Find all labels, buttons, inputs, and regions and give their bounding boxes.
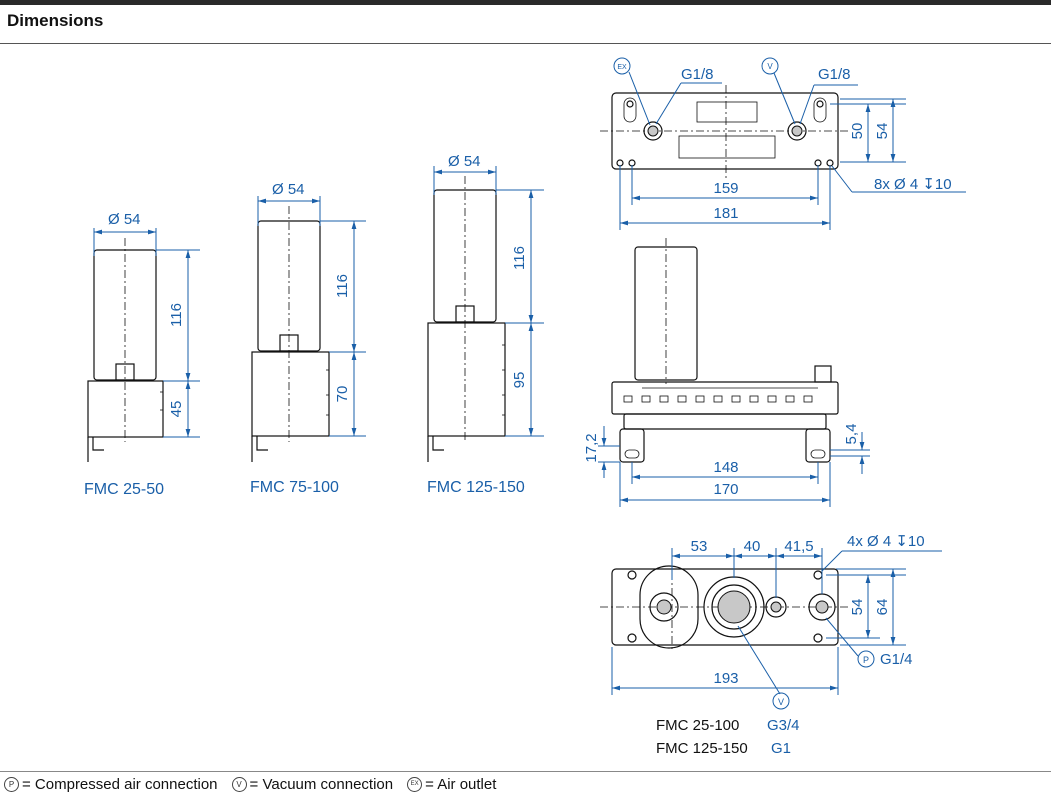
legend-text: = Vacuum connection (249, 776, 394, 793)
vacuum-port-top (787, 121, 807, 141)
top-thread-right: G1/8 (818, 66, 851, 83)
top-dim-159: 159 (713, 180, 738, 197)
fmc-25-50-fitting (115, 363, 135, 381)
top-thread-left: G1/8 (681, 66, 714, 83)
top-dim-50: 50 (849, 123, 866, 140)
side-slot (713, 395, 723, 403)
fmc-25-50-dim-116: 116 (168, 303, 185, 327)
side-dim-5-4: 5,4 (843, 424, 860, 445)
side-slot (677, 395, 687, 403)
bottom-thread-b: G1 (771, 740, 791, 757)
fmc-75-100-label: FMC 75-100 (250, 479, 339, 496)
ex-symbol: EX (617, 64, 627, 71)
air-outlet-port (643, 121, 663, 141)
fmc-25-50-drawing: Ø 54 116 45 FMC 25-50 (84, 211, 200, 498)
legend: P = Compressed air connection V = Vacuum… (4, 776, 496, 793)
fmc-75-100-dim-116: 116 (334, 274, 351, 298)
fmc-75-100-body (251, 351, 330, 437)
bottom-dim-193: 193 (713, 670, 738, 687)
fmc-25-50-dim-45: 45 (168, 401, 185, 418)
bottom-model-b: FMC 125-150 (656, 740, 748, 757)
bottom-holes-note: 4x Ø 4 ↧10 (847, 533, 925, 550)
page-title: Dimensions (7, 11, 104, 30)
top-holes-note: 8x Ø 4 ↧10 (874, 176, 952, 193)
bottom-dim-64: 64 (874, 599, 891, 616)
fmc-125-150-dim-95: 95 (511, 372, 528, 389)
fmc-125-150-dim-116: 116 (511, 246, 528, 270)
fmc-125-150-body (427, 322, 506, 437)
fmc-75-100-diameter: Ø 54 (272, 181, 305, 198)
p-symbol-bottom: P (863, 655, 869, 665)
side-slot (659, 395, 669, 403)
fmc-25-50-body (87, 380, 164, 438)
fmc-125-150-label: FMC 125-150 (427, 479, 525, 496)
bottom-dim-40: 40 (744, 538, 761, 555)
top-bar (0, 0, 1051, 5)
side-view-drawing: 17,2 5,4 148 170 (583, 238, 870, 507)
bottom-dim-54: 54 (849, 599, 866, 616)
side-slot (623, 395, 633, 403)
top-dim-54: 54 (874, 123, 891, 140)
side-slot (749, 395, 759, 403)
v-symbol-top: V (767, 62, 773, 71)
p-symbol-icon: P (4, 777, 19, 792)
fmc-25-50-label: FMC 25-50 (84, 481, 164, 498)
legend-item-air-outlet: EX = Air outlet (407, 776, 496, 793)
side-view-cylinder (634, 246, 698, 381)
v-symbol-bottom: V (778, 697, 784, 707)
bottom-view-drawing: 53 40 41,5 4x Ø 4 ↧10 54 64 193 P G1/4 V… (600, 533, 942, 757)
side-slot (767, 395, 777, 403)
legend-text: = Air outlet (425, 776, 497, 793)
bottom-dim-53: 53 (691, 538, 708, 555)
bottom-dim-41-5: 41,5 (784, 538, 813, 555)
fmc-75-100-drawing: Ø 54 116 70 FMC 75-100 (250, 181, 366, 496)
fmc-25-50-diameter: Ø 54 (108, 211, 141, 228)
dimension-drawing: Ø 54 116 45 FMC 25-50 Ø 54 116 70 FMC 75… (84, 57, 966, 757)
side-slot (695, 395, 705, 403)
side-slot (785, 395, 795, 403)
side-dim-17-2: 17,2 (583, 433, 600, 462)
bottom-model-a: FMC 25-100 (656, 717, 739, 734)
legend-item-compressed-air: P = Compressed air connection (4, 776, 218, 793)
footer-divider (0, 771, 1051, 772)
top-view-drawing: EX G1/8 V G1/8 50 54 159 181 8x Ø 4 ↧10 (600, 57, 966, 230)
legend-text: = Compressed air connection (22, 776, 218, 793)
legend-item-vacuum: V = Vacuum connection (231, 776, 394, 793)
side-dim-170: 170 (713, 481, 738, 498)
ex-symbol-icon: EX (407, 777, 423, 792)
fmc-125-150-drawing: Ø 54 116 95 FMC 125-150 (427, 153, 544, 496)
side-slot (641, 395, 651, 403)
side-slot (803, 395, 813, 403)
v-symbol-icon: V (231, 777, 247, 792)
bottom-thread-a: G3/4 (767, 717, 800, 734)
fmc-125-150-diameter: Ø 54 (448, 153, 481, 170)
top-dim-181: 181 (713, 205, 738, 222)
bottom-p-thread: G1/4 (880, 651, 913, 668)
side-slot (731, 395, 741, 403)
side-dim-148: 148 (713, 459, 738, 476)
fmc-25-50-bracket (87, 437, 104, 462)
header-divider (0, 43, 1051, 44)
fmc-75-100-dim-70: 70 (334, 386, 351, 403)
